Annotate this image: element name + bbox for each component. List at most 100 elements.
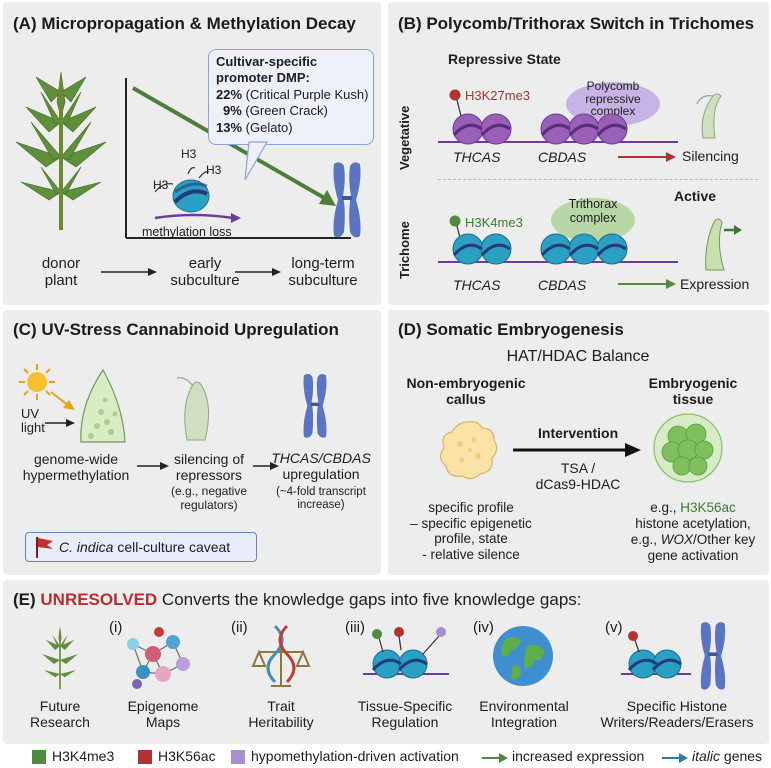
panel-c-title: (C) UV-Stress Cannabinoid Upregulation [13, 320, 339, 339]
polycomb-label: Polycomb repressive complex [585, 79, 641, 119]
panel-b-title: (B) Polycomb/Trithorax Switch in Trichom… [398, 14, 755, 33]
future-research-icon [42, 626, 78, 690]
panel-a: (A) Micropropagation & Methylation Decay [3, 2, 381, 305]
row-divider [438, 179, 758, 180]
embryogenic-title: Embryogenic tissue [648, 375, 738, 408]
panel-e: (E) UNRESOLVED Converts the knowledge ga… [3, 580, 769, 744]
gap-label-trait-heritability: Trait Heritability [248, 698, 314, 731]
chromosome-icon-c [303, 374, 327, 438]
callout-title-1: Cultivar-specific [216, 54, 318, 69]
gap-label-tissue-specific: Tissue-Specific Regulation [357, 698, 453, 731]
legend-label-h3k56ac: H3K56ac [158, 748, 216, 764]
trichome-chromatin [438, 233, 678, 265]
h3-label-2: H3 [206, 163, 222, 177]
cbdas-label-trichome: CBDAS [538, 277, 587, 293]
gap-roman-3: (iii) [345, 619, 365, 636]
panel-b: (B) Polycomb/Trithorax Switch in Trichom… [388, 2, 769, 305]
gap-label-epigenome-maps: Epigenome Maps [127, 698, 199, 731]
caveat-text: C. indica cell-culture caveat [59, 539, 231, 555]
stage-early-subculture: early subculture [170, 255, 240, 290]
trithorax-label: Trithorax complex [568, 197, 618, 225]
embryogenic-desc-4: gene activation [647, 548, 739, 563]
caveat-box [25, 532, 257, 562]
legend-swatch-h3k56ac [138, 750, 152, 764]
flag-icon [36, 537, 53, 558]
h3-label-1: H3 [181, 147, 197, 161]
legend-green-arrow-icon [482, 753, 508, 763]
repressive-state-label: Repressive State [448, 51, 561, 67]
thcas-label-vegetative: THCAS [453, 149, 501, 165]
dmp-row-2: 9% (Green Crack) [223, 103, 328, 118]
stage-donor-plant: donor plant [41, 255, 81, 290]
chromosome-icon-e [700, 622, 726, 690]
vegetative-chromatin [438, 113, 678, 145]
dmp-callout [208, 49, 374, 145]
trichome-inactive-icon [696, 93, 722, 139]
embryogenic-desc-2: histone acetylation, [635, 516, 751, 531]
expression-arrow [618, 279, 676, 289]
step1-label: genome-wide hypermethylation [22, 451, 130, 484]
panel-d-title: (D) Somatic Embryogenesis [398, 320, 624, 339]
panel-d: (D) Somatic Embryogenesis HAT/HDAC Balan… [388, 310, 769, 575]
chromosome-icon [333, 162, 361, 238]
cannabis-plant-icon [15, 71, 107, 230]
intervention-arrow [513, 443, 641, 457]
nucleosome-icon [154, 167, 210, 213]
legend-swatch-h3k4me3 [32, 750, 46, 764]
active-label: Active [674, 188, 717, 204]
embryogenic-desc-1: e.g., H3K56ac [650, 500, 736, 515]
legend: H3K4me3 H3K56ac hypomethylation-driven a… [0, 746, 771, 768]
hypermethylated-trichome-icon [80, 368, 126, 443]
callout-pointer [244, 141, 269, 181]
step3-genes: THCAS/CBDAS [271, 450, 371, 466]
gap-roman-4: (iv) [473, 619, 494, 636]
tissue-specific-regulation-icon [363, 627, 449, 679]
step3-sublabel: (~4-fold transcript increase) [276, 486, 366, 512]
callus-icon [439, 421, 498, 480]
callout-title-2: promoter DMP: [216, 70, 310, 85]
silencing-arrow [618, 152, 676, 162]
thcas-label-trichome: THCAS [453, 277, 501, 293]
gap-label-environmental: Environmental Integration [479, 698, 569, 731]
panel-a-title: (A) Micropropagation & Methylation Decay [13, 14, 356, 33]
h3-label-3: H3 [153, 178, 169, 192]
stage-long-term-subculture: long-term subculture [288, 255, 358, 290]
repressor-trichome-icon [176, 377, 209, 441]
writers-readers-erasers-icon [621, 631, 691, 679]
gap-label-writers-readers: Specific Histone Writers/Readers/Erasers [600, 698, 754, 731]
uv-ray-arrow [50, 391, 75, 410]
expression-label: Expression [680, 276, 750, 292]
panel-c: (C) UV-Stress Cannabinoid Upregulation U… [3, 310, 381, 575]
legend-label-increased: increased expression [512, 748, 645, 764]
legend-label-h3k4me3: H3K4me3 [52, 748, 115, 764]
step-arrow-2 [253, 462, 279, 470]
non-embryogenic-desc: specific profile – specific epigenetic p… [410, 500, 532, 562]
tsa-label: TSA / dCas9-HDAC [535, 460, 621, 493]
epigenome-maps-icon [127, 627, 190, 689]
cbdas-label-vegetative: CBDAS [538, 149, 587, 165]
gap-roman-2: (ii) [231, 619, 248, 636]
trithorax-complex [551, 198, 635, 242]
embryogenic-tissue-icon [653, 413, 723, 483]
legend-swatch-hypomethylation [231, 750, 245, 764]
trichome-label: Trichome [397, 221, 412, 279]
gap-roman-1: (i) [109, 619, 123, 636]
panel-e-title: (E) UNRESOLVED Converts the knowledge ga… [13, 590, 582, 609]
sun-icon [19, 364, 55, 400]
trichome-active-icon [705, 218, 742, 271]
gap-label-future-research: Future Research [30, 698, 90, 731]
h3k27me3-label: H3K27me3 [465, 88, 531, 103]
step2-sublabel: (e.g., negative regulators) [170, 484, 248, 512]
non-embryogenic-title: Non-embryogenic callus [406, 375, 526, 408]
step3-label: upregulation [282, 466, 360, 482]
dmp-row-1: 22% (Critical Purple Kush) [216, 87, 369, 102]
intervention-label: Intervention [538, 425, 619, 441]
legend-label-italic-genes: italic genes [692, 748, 763, 764]
trait-heritability-icon [251, 624, 311, 687]
h3k4me3-label: H3K4me3 [465, 215, 523, 230]
stage-arrow-2 [235, 268, 281, 276]
uv-to-trichome-arrow [45, 419, 75, 427]
uv-light-label: UV light [21, 406, 45, 436]
step-arrow-1 [137, 462, 169, 470]
dmp-row-3: 13% (Gelato) [216, 120, 293, 135]
